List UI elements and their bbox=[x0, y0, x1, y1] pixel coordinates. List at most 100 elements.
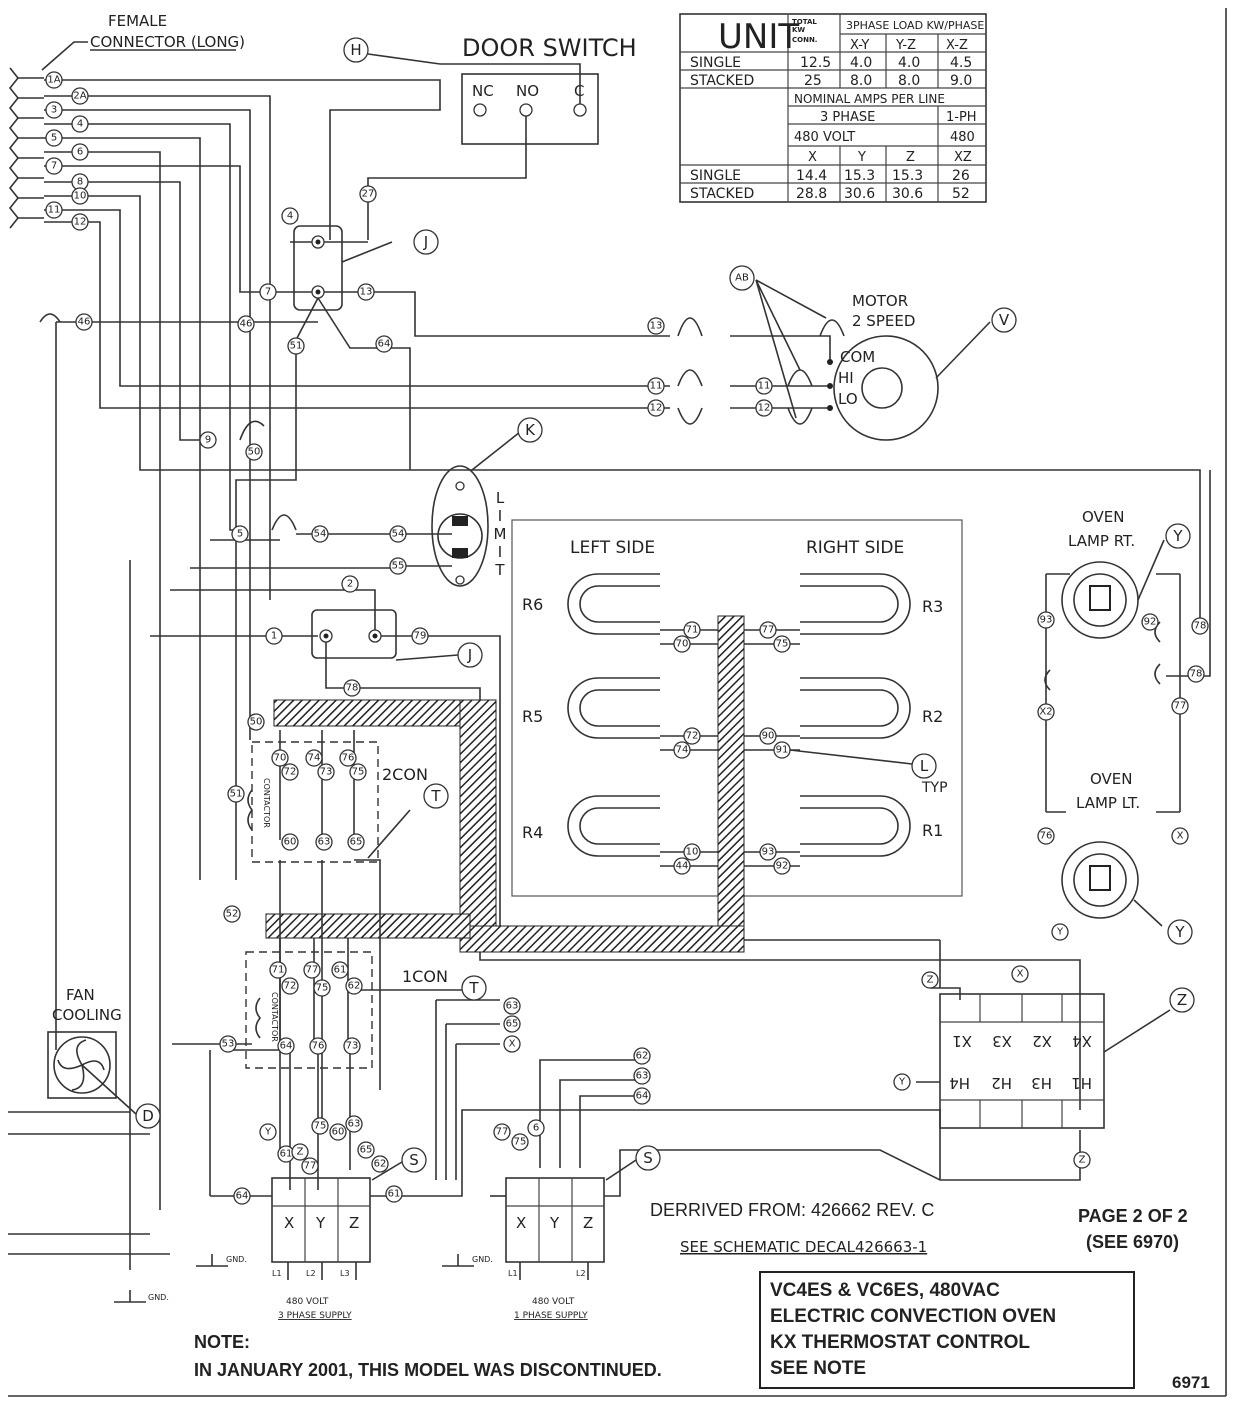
svg-text:Z: Z bbox=[1177, 991, 1187, 1009]
wire-tag-number: 5 bbox=[237, 529, 243, 540]
wire-44 bbox=[1166, 470, 1211, 677]
wire-tag-circle bbox=[1073, 1151, 1091, 1169]
wire-tag: 75 bbox=[313, 979, 331, 997]
wire-tag: 91 bbox=[773, 741, 791, 759]
wire-2 bbox=[170, 589, 376, 640]
wire-tag-circle bbox=[371, 1155, 389, 1173]
wire-tag-circle bbox=[309, 1037, 327, 1055]
wire-tag: 9 bbox=[199, 431, 217, 449]
title-box-frame bbox=[759, 1271, 1135, 1389]
fan-shroud bbox=[53, 1036, 111, 1094]
callout-s-3ph: S bbox=[371, 1147, 427, 1181]
wire-tag: 6 bbox=[527, 1119, 545, 1137]
motor-lo: LO bbox=[838, 390, 858, 408]
title-line-3: KX THERMOSTAT CONTROL bbox=[770, 1332, 1030, 1353]
wire-tag-number: 1 bbox=[271, 631, 277, 642]
wire-tag: 2A bbox=[71, 87, 89, 105]
wire-tag-circle bbox=[755, 399, 773, 417]
wire-tag: 70 bbox=[673, 635, 691, 653]
wire-tag: 2 bbox=[341, 575, 359, 593]
wire-tag-circle bbox=[227, 785, 245, 803]
wire-tag-circle bbox=[1171, 827, 1189, 845]
limit-body bbox=[431, 465, 489, 587]
svg-text:J: J bbox=[467, 646, 472, 664]
door-switch-terminal-nc bbox=[473, 103, 487, 117]
lamp-rt-label-2: LAMP RT. bbox=[1068, 532, 1135, 550]
wire-tag-circle bbox=[921, 971, 939, 989]
fan-blades bbox=[57, 1039, 105, 1091]
heating-elements: LEFT SIDE RIGHT SIDE R6 R5 R4 R3 R2 R1 T… bbox=[511, 519, 963, 897]
wire-tag-circle bbox=[343, 1037, 361, 1055]
supply-1ph-x: X bbox=[516, 1214, 526, 1232]
wire-tag-circle bbox=[503, 1015, 521, 1033]
wire-76 bbox=[604, 1130, 1081, 1197]
wire-tag: 65 bbox=[503, 1015, 521, 1033]
wire-tag-circle bbox=[633, 1067, 651, 1085]
motor-wire-13 bbox=[730, 335, 831, 362]
wire-tag-number: X bbox=[509, 1039, 516, 1050]
wire-tag: 78 bbox=[1187, 665, 1205, 683]
wire-tag-circle bbox=[389, 525, 407, 543]
unit-table: UNIT TOTAL KW CONN. 3PHASE LOAD KW/PHASE… bbox=[679, 13, 987, 203]
wire-tag-number: 61 bbox=[388, 1189, 401, 1200]
wire-tag-number: 77 bbox=[762, 625, 775, 636]
wire-tag-number: 10 bbox=[686, 847, 699, 858]
contactor-2con-label: 2CON bbox=[382, 765, 428, 784]
wire-tag-circle bbox=[281, 763, 299, 781]
wire-3 bbox=[44, 109, 251, 740]
bell-44 bbox=[1154, 663, 1161, 685]
wire-tag-number: 93 bbox=[1040, 615, 1053, 626]
table-amps-cell: 28.8 bbox=[796, 186, 827, 202]
wire-tag-number: 62 bbox=[636, 1051, 649, 1062]
wire-tag-number: Z bbox=[927, 975, 934, 986]
wire-tag: 72 bbox=[281, 977, 299, 995]
wire-tag-number: 12 bbox=[74, 217, 87, 228]
wire-tag-number: 65 bbox=[360, 1145, 373, 1156]
wire-tag: 78 bbox=[1191, 617, 1209, 635]
wire-tag: 71 bbox=[269, 961, 287, 979]
callout-l: L bbox=[911, 753, 937, 779]
door-switch-wire-c bbox=[440, 63, 581, 104]
wire-tag-circle bbox=[311, 525, 329, 543]
svg-text:Y: Y bbox=[1172, 527, 1183, 545]
svg-text:AB: AB bbox=[735, 273, 749, 284]
lamp-rt-label-1: OVEN bbox=[1082, 508, 1125, 526]
wire-tag: 1A bbox=[45, 71, 63, 89]
wire-tag: 10 bbox=[683, 843, 701, 861]
limit-letter-i2: I bbox=[498, 543, 502, 561]
wire-tag-number: 54 bbox=[314, 529, 327, 540]
wire-tag-number: 75 bbox=[514, 1137, 527, 1148]
switch-j-upper-dot-1 bbox=[315, 239, 321, 245]
wire-tag-circle bbox=[755, 377, 773, 395]
supply-1-phase: X Y Z L1 L2 480 VOLT 1 PHASE SUPPLY bbox=[505, 1177, 605, 1321]
table-load-row-name: STACKED bbox=[690, 73, 754, 89]
limit-letter-i: I bbox=[498, 507, 502, 525]
callout-y-top: Y bbox=[1165, 523, 1191, 549]
wire-tag: 11 bbox=[755, 377, 773, 395]
table-load-cell: 8.0 bbox=[850, 73, 872, 89]
harness-bottom bbox=[459, 925, 745, 953]
motor-title-1: MOTOR bbox=[852, 292, 908, 310]
wire-tag: 11 bbox=[647, 377, 665, 395]
wire-tag-circle bbox=[265, 627, 283, 645]
wire-tag-circle bbox=[345, 1115, 363, 1133]
wire-tag: 74 bbox=[305, 749, 323, 767]
supply-3ph-label-1: 480 VOLT bbox=[286, 1297, 329, 1307]
svg-text:S: S bbox=[409, 1151, 419, 1169]
wire-tag-number: 5 bbox=[51, 133, 57, 144]
wire-tag: 75 bbox=[311, 1117, 329, 1135]
supply-1ph-l2: L2 bbox=[576, 1269, 586, 1278]
wire-tag: 65 bbox=[357, 1141, 375, 1159]
table-load-col-xz: X-Z bbox=[946, 38, 968, 53]
limit-letter-l: L bbox=[496, 489, 505, 507]
wire-75-3ph bbox=[370, 1109, 941, 1197]
wire-tag: Z bbox=[291, 1143, 309, 1161]
wire-tag-number: 93 bbox=[762, 847, 775, 858]
table-amps-cell: 52 bbox=[952, 186, 970, 202]
wire-tag: 72 bbox=[683, 727, 701, 745]
supply-3ph-l3: L3 bbox=[340, 1269, 350, 1278]
wire-tag: 12 bbox=[755, 399, 773, 417]
wire-tag-circle bbox=[673, 857, 691, 875]
wire-tag-number: X bbox=[1017, 969, 1024, 980]
wire-tag: 63 bbox=[633, 1067, 651, 1085]
